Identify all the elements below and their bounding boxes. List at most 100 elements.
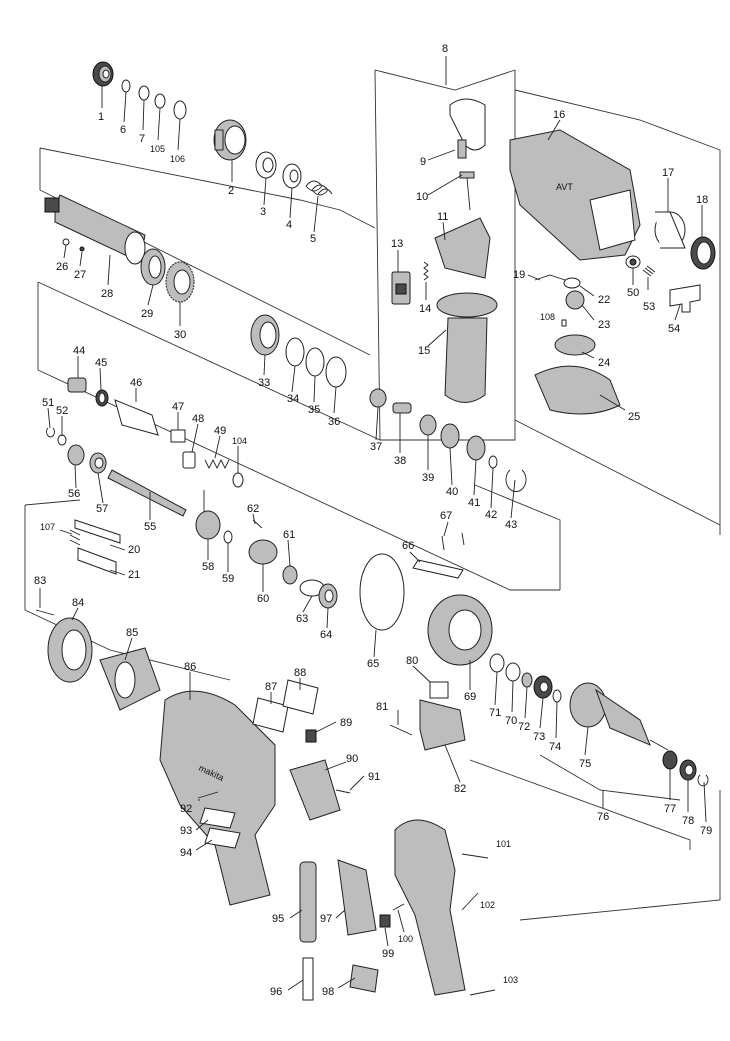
label-105: 105 <box>150 144 165 154</box>
part-100-screw <box>392 903 405 911</box>
part-82-baffle-plate <box>419 699 466 751</box>
part-69-bearing-box <box>427 594 493 666</box>
label-92: 92 <box>180 803 192 815</box>
label-30: 30 <box>174 329 186 341</box>
label-51: 51 <box>42 397 54 409</box>
label-38: 38 <box>394 455 406 467</box>
part-labels: 1 6 7 105 106 2 3 4 5 26 27 28 29 30 8 9… <box>34 43 712 998</box>
part-51-circlip <box>46 427 55 438</box>
part-84-fan-baffle <box>47 617 93 683</box>
label-100: 100 <box>398 934 413 944</box>
label-10: 10 <box>416 191 428 203</box>
label-27: 27 <box>74 269 86 281</box>
part-88-label <box>282 679 319 715</box>
label-28: 28 <box>101 288 113 300</box>
part-23-change-lever <box>565 290 585 310</box>
part-47-clip <box>170 429 186 443</box>
label-63: 63 <box>296 613 308 625</box>
part-11-grip-base <box>434 217 491 279</box>
label-48: 48 <box>192 413 204 425</box>
label-87: 87 <box>265 681 277 693</box>
part-21-stop-holder <box>77 547 117 575</box>
label-74: 74 <box>549 741 561 753</box>
label-82: 82 <box>454 783 466 795</box>
part-4-washer <box>282 163 302 189</box>
part-81-pin <box>389 724 413 736</box>
label-55: 55 <box>144 521 156 533</box>
part-71-washer <box>489 653 505 673</box>
part-34-ring <box>285 337 305 367</box>
part-97-switch <box>337 859 377 936</box>
label-60: 60 <box>257 593 269 605</box>
part-66-plate <box>412 559 464 579</box>
label-75: 75 <box>579 758 591 770</box>
label-46: 46 <box>130 377 142 389</box>
label-43: 43 <box>505 519 517 531</box>
part-18-seal <box>690 236 716 270</box>
label-53: 53 <box>643 301 655 313</box>
part-16-gear-housing: AVT <box>509 129 641 261</box>
part-36-ring <box>325 356 347 388</box>
label-85: 85 <box>126 627 138 639</box>
label-98: 98 <box>322 986 334 998</box>
part-7-ring <box>138 85 150 101</box>
label-2: 2 <box>228 185 234 197</box>
part-48-sleeve <box>182 451 196 469</box>
part-102-handle-cover <box>394 819 466 996</box>
label-21: 21 <box>128 569 140 581</box>
label-15: 15 <box>418 345 430 357</box>
part-3-washer <box>255 151 277 179</box>
label-57: 57 <box>96 503 108 515</box>
part-92-screw <box>197 791 219 799</box>
label-47: 47 <box>172 401 184 413</box>
label-90: 90 <box>346 753 358 765</box>
part-106-washer <box>173 100 187 120</box>
part-98-strain-relief <box>349 964 379 993</box>
part-33-spring <box>250 314 280 356</box>
part-5-spring <box>305 180 333 196</box>
label-69: 69 <box>464 691 476 703</box>
part-38-striker <box>392 402 412 414</box>
label-49: 49 <box>214 425 226 437</box>
label-45: 45 <box>95 357 107 369</box>
label-81: 81 <box>376 701 388 713</box>
part-42-ring <box>488 455 498 469</box>
label-35: 35 <box>308 404 320 416</box>
label-26: 26 <box>56 261 68 273</box>
avt-badge: AVT <box>556 182 573 192</box>
part-87-label <box>252 697 289 733</box>
part-19-lever <box>534 274 566 281</box>
label-94: 94 <box>180 847 192 859</box>
part-13-depth-rod <box>391 271 411 305</box>
part-49-spring <box>204 458 230 470</box>
part-108-pin <box>561 319 567 327</box>
part-58-swash-bearing <box>195 490 221 540</box>
part-54-plate <box>669 284 701 313</box>
part-101-screw <box>461 853 489 859</box>
part-43-circlip <box>505 469 527 492</box>
label-108: 108 <box>540 312 555 322</box>
label-65: 65 <box>367 658 379 670</box>
label-58: 58 <box>202 561 214 573</box>
part-53-spring <box>642 265 656 277</box>
label-62: 62 <box>247 503 259 515</box>
label-59: 59 <box>222 573 234 585</box>
label-20: 20 <box>128 544 140 556</box>
part-67-screws <box>441 532 465 551</box>
part-104-ring <box>232 472 244 488</box>
label-40: 40 <box>446 486 458 498</box>
label-107: 107 <box>40 522 55 532</box>
part-93-label <box>199 807 236 829</box>
part-72-ring <box>521 672 533 688</box>
label-54: 54 <box>668 323 680 335</box>
label-34: 34 <box>287 393 299 405</box>
label-97: 97 <box>320 913 332 925</box>
part-55-intermediate-shaft <box>107 469 187 517</box>
label-91: 91 <box>368 771 380 783</box>
label-83: 83 <box>34 575 46 587</box>
part-80-baffle <box>429 681 449 699</box>
label-8: 8 <box>442 43 448 55</box>
label-24: 24 <box>598 357 610 369</box>
part-35-ring <box>305 347 325 377</box>
